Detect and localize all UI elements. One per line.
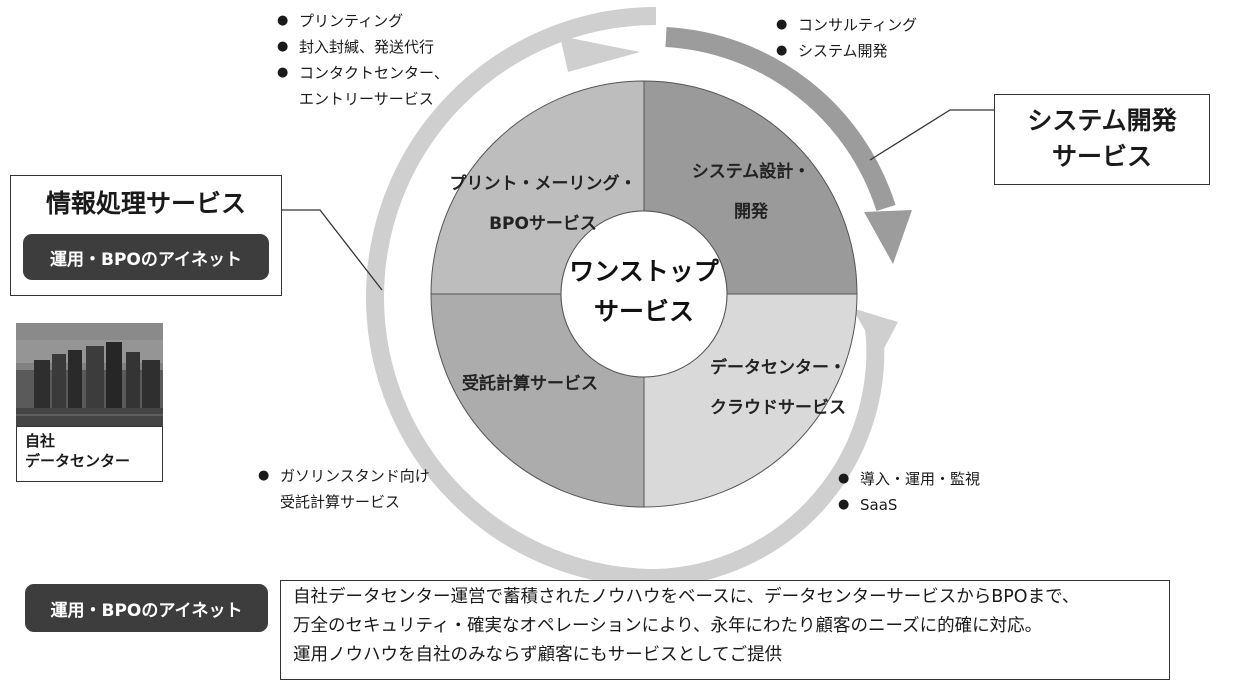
description-line: 万全のセキュリティ・確実なオペレーションにより、永年にわたり顧客のニーズに的確に… xyxy=(293,616,1043,636)
segment-label-line: 開発 xyxy=(734,202,768,222)
outer-arrow-head-dark xyxy=(864,210,912,264)
bullet-item: ● 封入封緘、発送代行 xyxy=(277,34,449,60)
segment-label-line: BPOサービス xyxy=(489,214,597,234)
bullet-text: 受託計算サービス xyxy=(280,493,401,511)
center-label-line: ワンストップ xyxy=(569,257,719,286)
segment-label-print-mailing-bpo: プリント・メーリング・ BPOサービス xyxy=(443,164,643,244)
system-development-title-line: サービス xyxy=(1051,142,1152,171)
bullet-text: 封入封緘、発送代行 xyxy=(299,38,435,56)
system-development-box: システム開発 サービス xyxy=(994,94,1210,185)
datacenter-caption: 自社 データセンター xyxy=(16,426,163,482)
segment-label-datacenter-cloud: データセンター・ クラウドサービス xyxy=(690,348,866,428)
company-description-box: 自社データセンター運営で蓄積されたノウハウをベースに、データセンターサービスから… xyxy=(280,580,1170,680)
bullet-item: ● SaaS xyxy=(838,492,980,518)
segment-label-line: 受託計算サービス xyxy=(462,374,598,394)
bullet-list-gas-station: ● ガソリンスタンド向け受託計算サービス xyxy=(258,463,430,515)
bullet-item: ● プリンティング xyxy=(277,8,449,34)
info-processing-title: 情報処理サービス xyxy=(45,189,246,218)
datacenter-building-image xyxy=(16,323,163,426)
segment-label-contract-calculation: 受託計算サービス xyxy=(440,364,620,404)
bullet-list-operations: ● 導入・運用・監視 ● SaaS xyxy=(838,466,980,518)
datacenter-caption-line: データセンター xyxy=(25,452,131,470)
segment-label-line: クラウドサービス xyxy=(710,398,846,418)
center-label-line: サービス xyxy=(593,297,694,326)
system-development-title: システム開発 サービス xyxy=(995,103,1209,175)
bullet-item: ● 導入・運用・監視 xyxy=(838,466,980,492)
segment-label-system-design: システム設計・ 開発 xyxy=(676,152,826,232)
outer-arrow-head-bottom xyxy=(852,308,898,356)
bullet-text: ガソリンスタンド向け xyxy=(280,467,430,485)
bullet-list-consulting: ● コンサルティング ● システム開発 xyxy=(776,12,917,64)
bullet-list-printing: ● プリンティング ● 封入封緘、発送代行 ● コンタクトセンター、エントリーサービス xyxy=(277,8,449,112)
bullet-text: エントリーサービス xyxy=(299,90,434,108)
info-processing-badge: 運用・BPOのアイネット xyxy=(23,234,269,280)
bullet-item: ● システム開発 xyxy=(776,38,917,64)
bullet-text: コンサルティング xyxy=(798,16,918,34)
segment-label-line: データセンター・ xyxy=(710,358,846,378)
bullet-dot-icon: ● xyxy=(277,13,289,28)
outer-arrow-bottom-right xyxy=(655,318,885,587)
bullet-item: ● ガソリンスタンド向け受託計算サービス xyxy=(258,463,430,515)
bullet-dot-icon: ● xyxy=(258,468,270,483)
bullet-dot-icon: ● xyxy=(776,43,788,58)
segment-label-line: プリント・メーリング・ xyxy=(449,174,637,194)
center-circle xyxy=(560,210,728,378)
bottom-company-badge: 運用・BPOのアイネット xyxy=(25,584,268,632)
bullet-dot-icon: ● xyxy=(838,471,850,486)
bullet-dot-icon: ● xyxy=(277,65,289,80)
outer-arrow-right xyxy=(665,27,896,212)
info-processing-box: 情報処理サービス 運用・BPOのアイネット xyxy=(10,175,282,296)
description-line: 運用ノウハウを自社のみならず顧客にもサービスとしてご提供 xyxy=(293,645,783,665)
right-connector-line xyxy=(869,109,996,161)
one-stop-service-label: ワンストップ サービス xyxy=(564,252,724,332)
description-line: 自社データセンター運営で蓄積されたノウハウをベースに、データセンターサービスから… xyxy=(293,587,1080,607)
datacenter-caption-line: 自社 xyxy=(25,432,56,450)
system-development-title-line: システム開発 xyxy=(1027,106,1177,135)
bullet-item: ● コンタクトセンター、エントリーサービス xyxy=(277,60,449,112)
bullet-item: ● コンサルティング xyxy=(776,12,917,38)
bullet-text: プリンティング xyxy=(299,12,404,30)
bullet-dot-icon: ● xyxy=(277,39,289,54)
bullet-text: 導入・運用・監視 xyxy=(860,470,981,488)
outer-arrow-left xyxy=(366,7,657,587)
bullet-dot-icon: ● xyxy=(838,497,850,512)
bullet-text: SaaS xyxy=(860,496,898,514)
bullet-text: コンタクトセンター、 xyxy=(299,64,449,82)
bullet-dot-icon: ● xyxy=(776,17,788,32)
segment-label-line: システム設計・ xyxy=(691,162,811,182)
outer-arrow-head-light xyxy=(560,36,640,72)
left-connector-line xyxy=(282,209,383,291)
bullet-text: システム開発 xyxy=(798,42,888,60)
